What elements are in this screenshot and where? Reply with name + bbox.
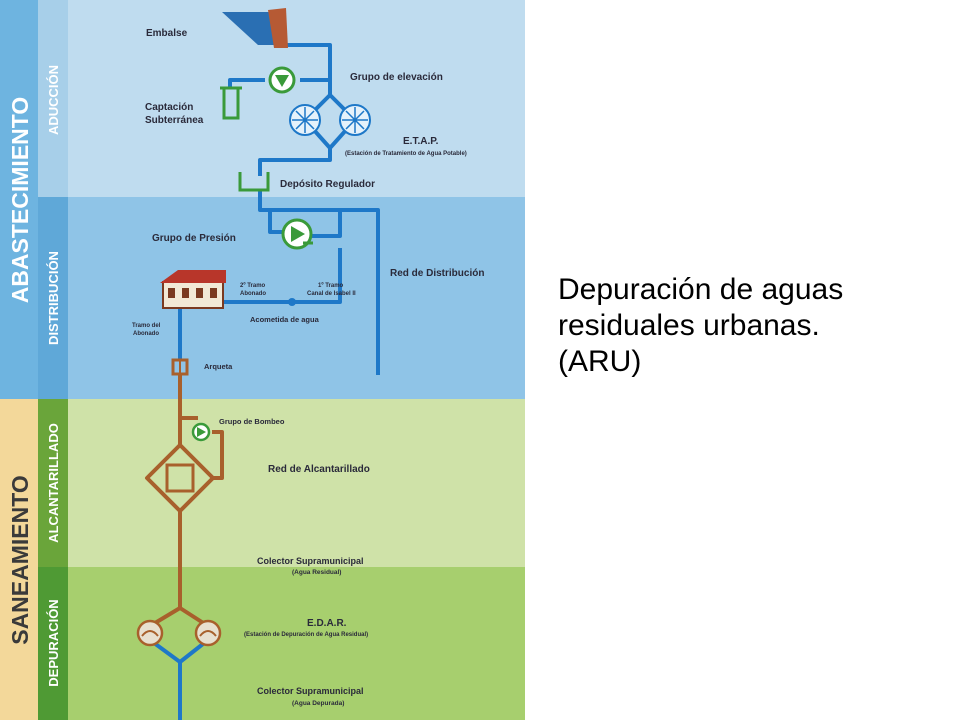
caption-line-1: Depuración de aguas xyxy=(558,273,844,306)
zone-distribucion xyxy=(0,197,525,399)
label-captacion-1: Captación xyxy=(145,102,193,113)
edar-clarifier-right-icon xyxy=(194,619,222,647)
label-tramo2-2: Abonado xyxy=(240,291,266,297)
label-grupo-bombeo: Grupo de Bombeo xyxy=(219,417,285,426)
water-cycle-diagram: ABASTECIMIENTO SANEAMIENTO ADUCCIÓN DIST… xyxy=(0,0,525,720)
band-saneamiento xyxy=(0,399,38,720)
caption-line-2: residuales urbanas. xyxy=(558,309,820,342)
label-tramo1-1: 1º Tramo xyxy=(318,283,344,289)
subsection-alcantarillado: ALCANTARILLADO xyxy=(46,423,61,543)
label-grupo-presion: Grupo de Presión xyxy=(152,233,236,244)
label-red-alcantarillado: Red de Alcantarillado xyxy=(268,464,370,475)
label-tramo2-1: 2º Tramo xyxy=(240,283,266,289)
section-abastecimiento: ABASTECIMIENTO xyxy=(7,97,33,304)
zone-depuracion xyxy=(0,567,525,720)
slide-caption: Depuración de aguas residuales urbanas. … xyxy=(558,272,948,380)
sewer-network-icon xyxy=(165,463,195,493)
band-aduccion xyxy=(38,0,68,197)
subsection-depuracion: DEPURACIÓN xyxy=(46,599,61,686)
label-red-distribucion: Red de Distribución xyxy=(390,268,484,279)
label-tramo-abonado-2: Abonado xyxy=(133,331,159,337)
treated-water-pipes xyxy=(148,638,210,720)
section-saneamiento: SANEAMIENTO xyxy=(7,475,33,645)
label-colector-1: Colector Supramunicipal xyxy=(257,556,364,566)
label-captacion-2: Subterránea xyxy=(145,115,204,126)
edar-clarifier-left-icon xyxy=(136,619,164,647)
reservoir-icon xyxy=(222,12,285,45)
band-abastecimiento xyxy=(0,0,38,399)
label-embalse: Embalse xyxy=(146,28,188,39)
label-edar-sub: (Estación de Depuración de Agua Residual… xyxy=(244,632,368,638)
label-etap: E.T.A.P. xyxy=(403,136,439,147)
label-deposito: Depósito Regulador xyxy=(280,179,375,190)
groundwater-well-icon xyxy=(220,86,242,120)
label-etap-sub: (Estación de Tratamiento de Agua Potable… xyxy=(345,151,467,157)
subsection-aduccion: ADUCCIÓN xyxy=(46,65,61,135)
label-colector-2-sub: (Agua Depurada) xyxy=(292,700,344,707)
label-grupo-elevacion: Grupo de elevación xyxy=(350,72,443,83)
label-tramo-abonado-1: Tramo del xyxy=(132,323,161,329)
label-tramo1-2: Canal de Isabel II xyxy=(307,291,356,297)
zone-alcantarillado xyxy=(0,399,525,567)
label-colector-2: Colector Supramunicipal xyxy=(257,686,364,696)
band-distribucion xyxy=(38,197,68,399)
regulating-tank-icon xyxy=(238,172,270,192)
subsection-distribucion: DISTRIBUCIÓN xyxy=(46,251,61,345)
band-depuracion xyxy=(38,567,68,720)
house-icon xyxy=(160,270,226,309)
water-meter-icon xyxy=(288,298,296,306)
dam-icon xyxy=(268,8,288,48)
label-colector-1-sub: (Agua Residual) xyxy=(292,569,341,576)
label-edar: E.D.A.R. xyxy=(307,618,347,629)
band-alcantarillado xyxy=(38,399,68,567)
caption-line-3: (ARU) xyxy=(558,345,642,378)
lift-pump-arrow xyxy=(275,75,289,87)
label-acometida: Acometida de agua xyxy=(250,315,320,324)
label-arqueta: Arqueta xyxy=(204,362,233,371)
